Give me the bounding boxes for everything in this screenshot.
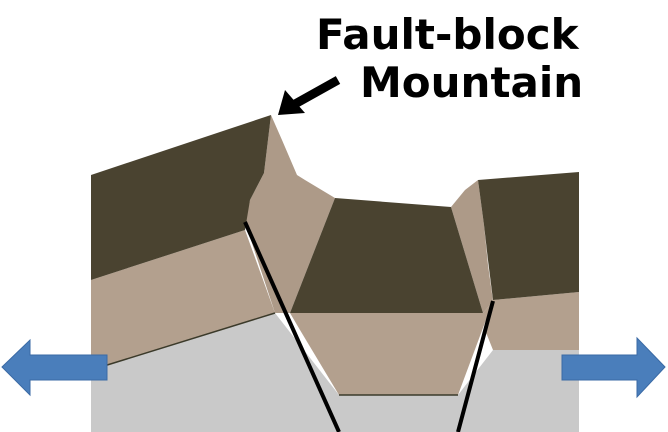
right-middle-layer xyxy=(485,292,579,350)
center-top-block xyxy=(290,198,483,313)
pointer-arrow-icon xyxy=(278,90,305,115)
right-fault-line xyxy=(456,300,495,432)
left-fault-line xyxy=(243,221,341,432)
arrow-left-icon xyxy=(1,338,108,397)
right-top-block xyxy=(478,172,579,300)
center-middle-layer xyxy=(290,301,493,395)
label-line-2: Mountain xyxy=(360,58,584,107)
pointer-arrow-shaft xyxy=(292,76,341,108)
bottom-rock-layer xyxy=(91,313,579,432)
left-top-block xyxy=(91,115,271,280)
label-line-1: Fault-block xyxy=(316,10,579,59)
left-middle-layer xyxy=(91,230,275,370)
center-wedge-left xyxy=(245,115,335,313)
layer-boundary xyxy=(90,312,276,371)
center-wedge-right xyxy=(451,180,493,313)
arrow-right-icon xyxy=(561,336,666,399)
